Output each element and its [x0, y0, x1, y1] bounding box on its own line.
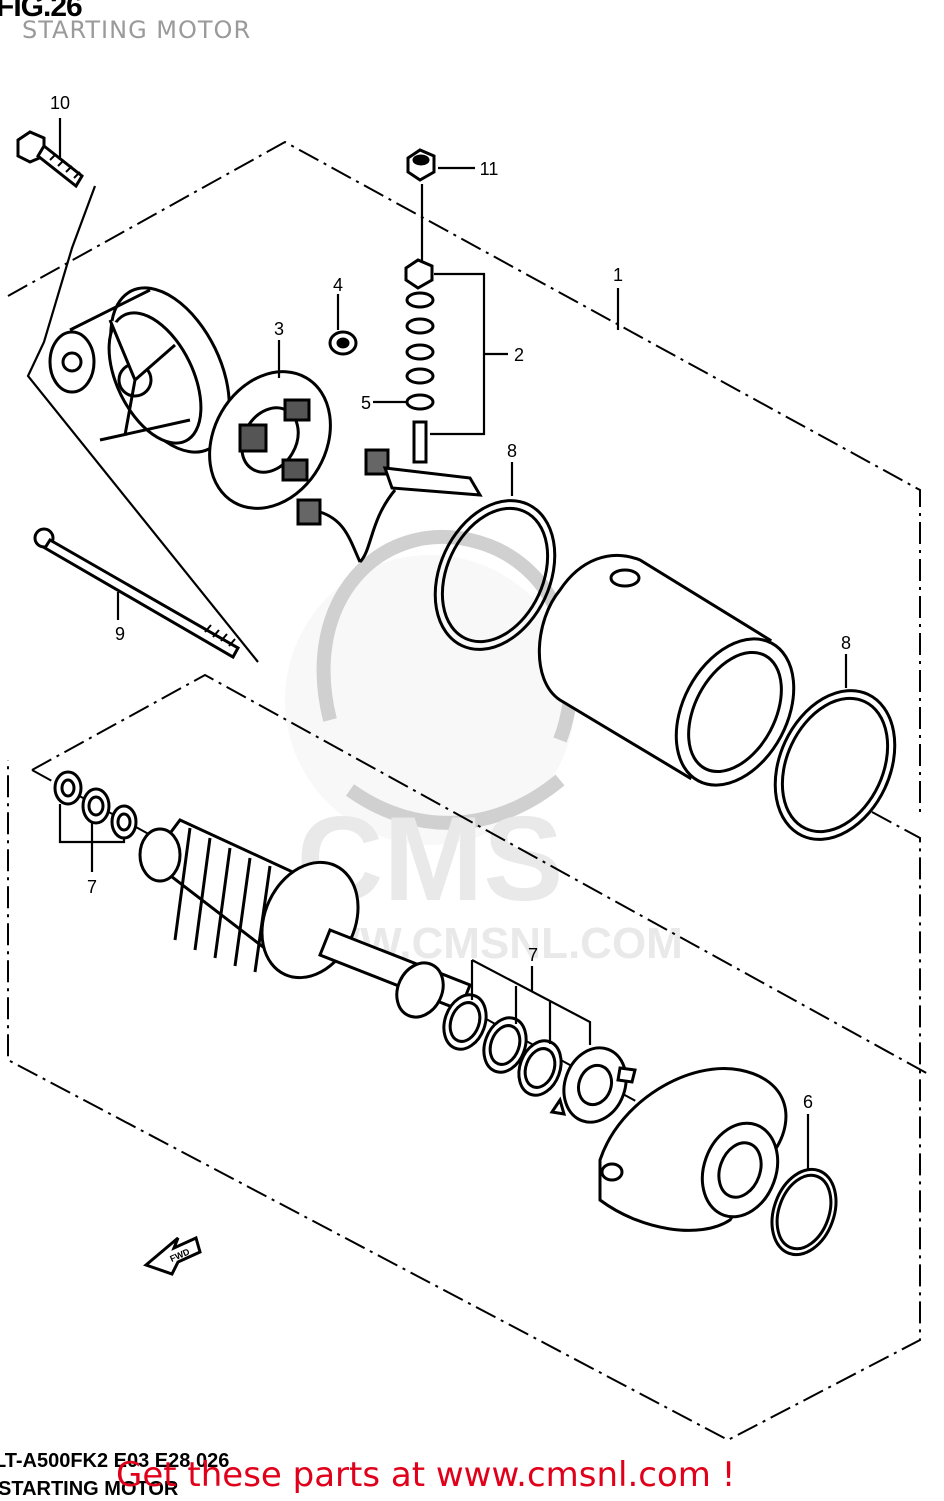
- leader-lines: [26, 118, 848, 1170]
- callout-9: 9: [115, 624, 125, 644]
- callout-7-left: 7: [87, 877, 97, 897]
- watermark-mascot: [285, 555, 575, 845]
- bolt-10-part: [16, 130, 84, 189]
- callout-7-right: 7: [528, 945, 538, 965]
- armature-part: [138, 818, 472, 1019]
- callout-8-upper: 8: [507, 441, 517, 461]
- yoke-housing-part: [537, 553, 796, 787]
- callout-10: 10: [50, 93, 70, 113]
- figure-subtitle: STARTING MOTOR: [22, 16, 252, 44]
- brush-holder-part: [296, 448, 483, 564]
- through-bolt-9-part: [33, 527, 241, 660]
- bearing-part: [328, 330, 358, 356]
- washer-set-7-right-part: [442, 993, 563, 1097]
- promo-link[interactable]: Get these parts at www.cmsnl.com !: [116, 1455, 736, 1495]
- lock-plate-part: [549, 1046, 637, 1124]
- o-ring-8-lower-part: [773, 689, 897, 841]
- callout-numbers: 10 11 1 4 3 2 5 8 9 8 7 7 6: [50, 93, 851, 1112]
- diagram-code: LT-A500FK2 E03 E28 026: [0, 1450, 230, 1472]
- figure-title: FIG.26: [0, 0, 83, 23]
- callout-8-lower: 8: [841, 633, 851, 653]
- rear-cover-part: [48, 286, 231, 454]
- front-housing-part: [598, 1067, 788, 1232]
- callout-1: 1: [613, 265, 623, 285]
- callout-6: 6: [803, 1092, 813, 1112]
- washer-set-7-left-part: [53, 770, 138, 840]
- nut-11-part: [406, 148, 436, 182]
- callout-5: 5: [361, 393, 371, 413]
- footer-title: STARTING MOTOR: [0, 1478, 179, 1500]
- terminal-washer-stack: [404, 258, 435, 464]
- callout-4: 4: [333, 275, 343, 295]
- brush-plate-part: [208, 370, 332, 510]
- o-ring-6-part: [770, 1167, 838, 1257]
- callout-2: 2: [514, 345, 524, 365]
- o-ring-8-upper-part: [433, 499, 557, 651]
- callout-11: 11: [480, 159, 499, 179]
- callout-3: 3: [274, 319, 284, 339]
- fwd-arrow-icon: FWD: [143, 1235, 202, 1276]
